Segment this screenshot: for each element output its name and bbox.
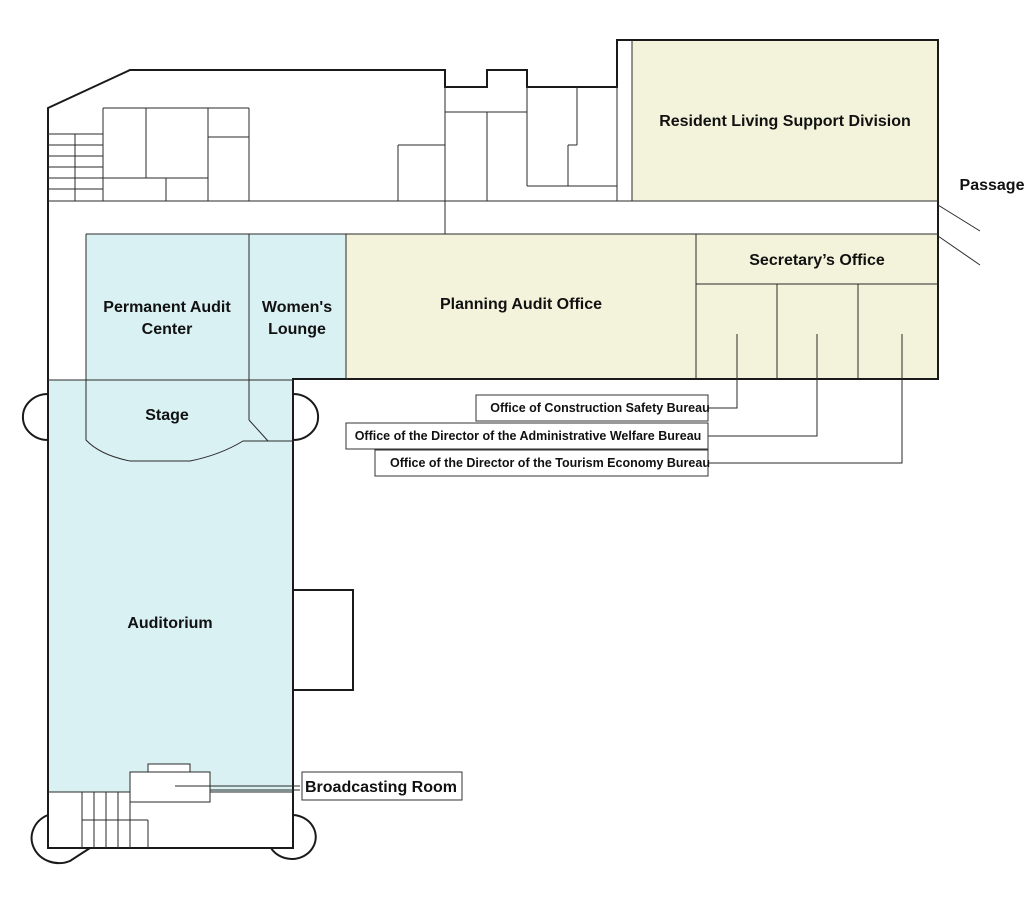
passage-line-upper	[937, 204, 981, 232]
label-auditorium: Auditorium	[127, 615, 212, 632]
callout-box-construction-safety	[475, 394, 709, 422]
callout-broadcasting-room: Broadcasting Room	[305, 779, 457, 796]
broadcasting-room-shape	[129, 763, 300, 803]
room-resident-living-support[interactable]	[632, 40, 938, 201]
callout-box-broadcasting-room	[301, 771, 463, 801]
room-womens-lounge[interactable]	[249, 234, 346, 380]
stage-edge	[85, 380, 293, 462]
label-womens-lounge-line2: Lounge	[268, 321, 326, 338]
passage-line-lower	[937, 235, 981, 266]
label-stage: Stage	[145, 407, 189, 424]
west-bulge	[21, 393, 49, 441]
callout-administrative-welfare: Office of the Director of the Administra…	[355, 429, 702, 443]
label-secretary-office: Secretary’s Office	[749, 252, 885, 269]
label-planning-audit: Planning Audit Office	[440, 296, 602, 313]
callout-box-administrative-welfare	[345, 422, 709, 450]
label-permanent-audit-line1: Permanent Audit	[103, 299, 231, 316]
callout-leaders	[708, 334, 903, 464]
east-annex	[293, 589, 354, 691]
label-resident-living-support: Resident Living Support Division	[659, 113, 911, 130]
north-rooms	[48, 40, 938, 442]
room-auditorium[interactable]	[48, 380, 293, 792]
east-bulge	[292, 393, 320, 441]
southeast-bulge	[270, 814, 317, 860]
callout-tourism-economy: Office of the Director of the Tourism Ec…	[390, 456, 710, 470]
callout-box-tourism-economy	[374, 449, 709, 477]
label-permanent-audit-line2: Center	[142, 321, 193, 338]
room-planning-audit[interactable]	[346, 234, 696, 379]
southwest-bulge	[30, 814, 91, 865]
room-permanent-audit-center[interactable]	[86, 234, 249, 380]
label-passage: Passage	[960, 177, 1025, 194]
label-womens-lounge-line1: Women's	[262, 299, 332, 316]
callout-construction-safety: Office of Construction Safety Bureau	[490, 401, 709, 415]
